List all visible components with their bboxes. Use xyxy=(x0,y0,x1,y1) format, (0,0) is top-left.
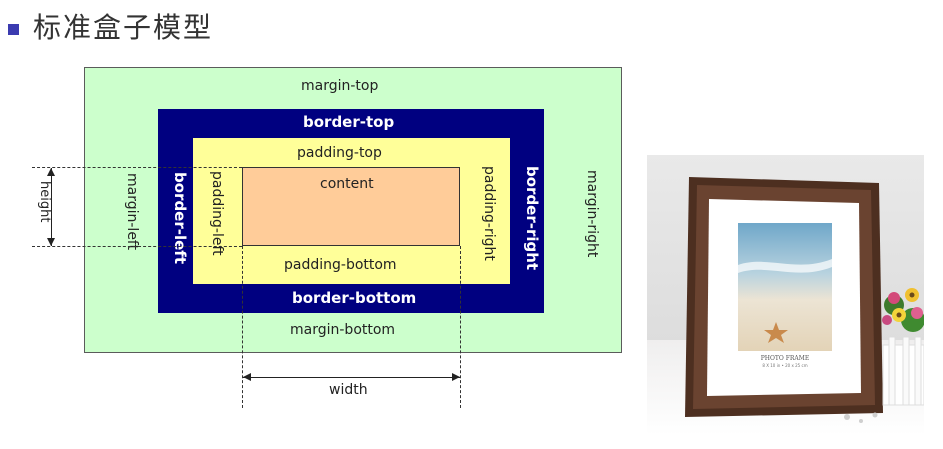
border-bottom-label: border-bottom xyxy=(292,289,417,307)
padding-bottom-label: padding-bottom xyxy=(284,257,397,273)
height-guide-top xyxy=(32,167,242,168)
padding-top-label: padding-top xyxy=(297,145,382,161)
height-arrow-top-icon xyxy=(47,168,55,176)
content-label: content xyxy=(320,176,374,192)
margin-top-label: margin-top xyxy=(301,78,379,94)
content-area xyxy=(242,167,460,246)
bullet-icon xyxy=(8,23,19,35)
flowers-decoration xyxy=(882,288,924,406)
frame-subcaption: 8 X 10 in • 20 x 25 cm xyxy=(762,363,807,368)
width-guide-right xyxy=(460,246,461,408)
height-guide-bottom xyxy=(32,246,242,247)
height-label: height xyxy=(37,181,52,223)
page-title: 标准盒子模型 xyxy=(33,11,214,44)
heading: 标准盒子模型 xyxy=(8,6,213,46)
height-dimension-line xyxy=(51,168,52,246)
photo-frame-image: PHOTO FRAME 8 X 10 in • 20 x 25 cm xyxy=(647,155,924,435)
width-dimension-line xyxy=(243,377,460,378)
width-guide-left xyxy=(242,246,243,408)
frame-caption: PHOTO FRAME xyxy=(761,355,810,362)
height-arrow-bottom-icon xyxy=(47,238,55,246)
floor-petals xyxy=(844,412,878,423)
margin-bottom-label: margin-bottom xyxy=(290,322,396,338)
border-top-label: border-top xyxy=(303,113,395,131)
width-label: width xyxy=(329,382,368,398)
